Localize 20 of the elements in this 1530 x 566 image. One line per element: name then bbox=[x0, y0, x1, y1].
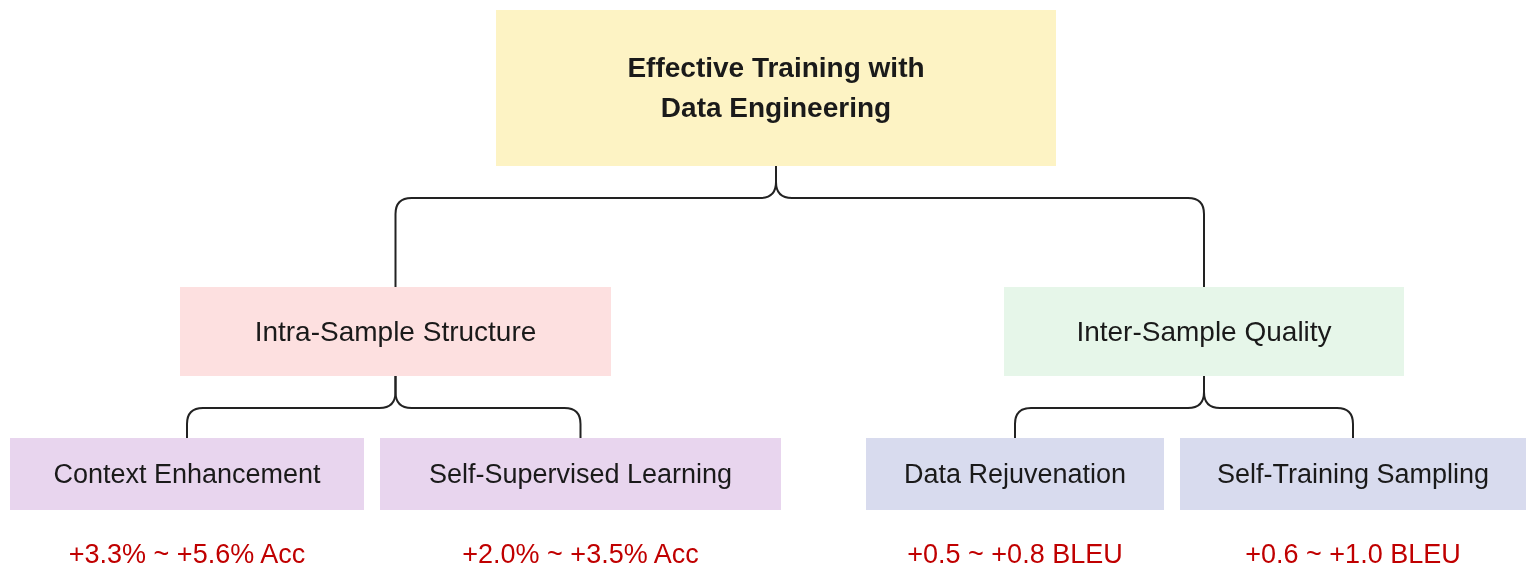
category-box bbox=[180, 287, 611, 376]
category-box bbox=[1004, 287, 1404, 376]
box-label: Effective Training with Data Engineering bbox=[626, 51, 926, 125]
improvement-value: +3.3% ~ +5.6% Acc bbox=[67, 538, 307, 566]
improvement-value: +2.0% ~ +3.5% Acc bbox=[461, 538, 700, 566]
box-label: Data Rejuvenation bbox=[902, 457, 1128, 491]
improvement-value: +0.5 ~ +0.8 BLEU bbox=[906, 538, 1124, 566]
connector-line bbox=[1203, 375, 1354, 439]
method-box bbox=[866, 438, 1164, 510]
box-label: Self-Supervised Learning bbox=[427, 457, 734, 491]
improvement-value: +0.6 ~ +1.0 BLEU bbox=[1244, 538, 1462, 566]
method-box bbox=[1180, 438, 1526, 510]
box-label: Intra-Sample Structure bbox=[253, 314, 538, 349]
box-label: Context Enhancement bbox=[52, 457, 322, 491]
box-label: Inter-Sample Quality bbox=[1075, 314, 1333, 349]
box-label: Self-Training Sampling bbox=[1215, 457, 1491, 491]
root-box bbox=[496, 10, 1056, 166]
method-box bbox=[10, 438, 364, 510]
connector-line bbox=[394, 375, 582, 439]
method-box bbox=[380, 438, 781, 510]
